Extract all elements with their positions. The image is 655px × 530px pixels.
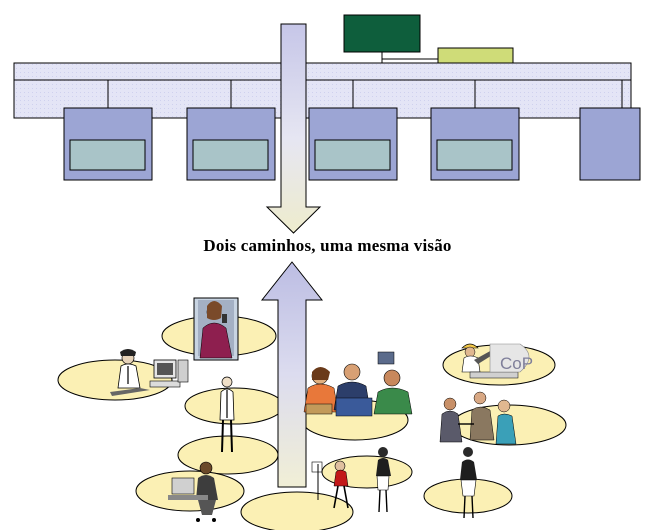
org-chart bbox=[13, 14, 641, 181]
standing-woman-icon bbox=[376, 447, 391, 513]
org-unit-4 bbox=[430, 107, 520, 181]
org-head-box bbox=[343, 14, 421, 53]
org-unit-3 bbox=[308, 107, 398, 181]
person-at-computer-icon bbox=[110, 349, 189, 396]
computer-icon bbox=[149, 359, 189, 388]
cop-label: CoP bbox=[500, 354, 533, 373]
down-arrow-icon bbox=[265, 23, 322, 234]
meeting-group-icon bbox=[303, 351, 413, 417]
walking-woman-icon bbox=[311, 460, 349, 509]
up-arrow-icon bbox=[260, 261, 324, 488]
ellipse-mid-2 bbox=[177, 435, 279, 475]
org-unit-1 bbox=[63, 107, 153, 181]
handshake-group-icon bbox=[439, 391, 517, 445]
standing-woman-right-icon bbox=[460, 447, 477, 519]
person-on-phone-icon bbox=[193, 297, 239, 361]
org-unit-5 bbox=[579, 107, 641, 181]
person-at-desk-icon bbox=[168, 461, 218, 522]
standing-man-icon bbox=[219, 376, 235, 453]
cop-worker-icon: CoP bbox=[461, 343, 533, 379]
org-unit-2 bbox=[186, 107, 276, 181]
ellipse-bottom-center bbox=[240, 491, 354, 530]
diagram-caption: Dois caminhos, uma mesma visão bbox=[203, 236, 452, 255]
